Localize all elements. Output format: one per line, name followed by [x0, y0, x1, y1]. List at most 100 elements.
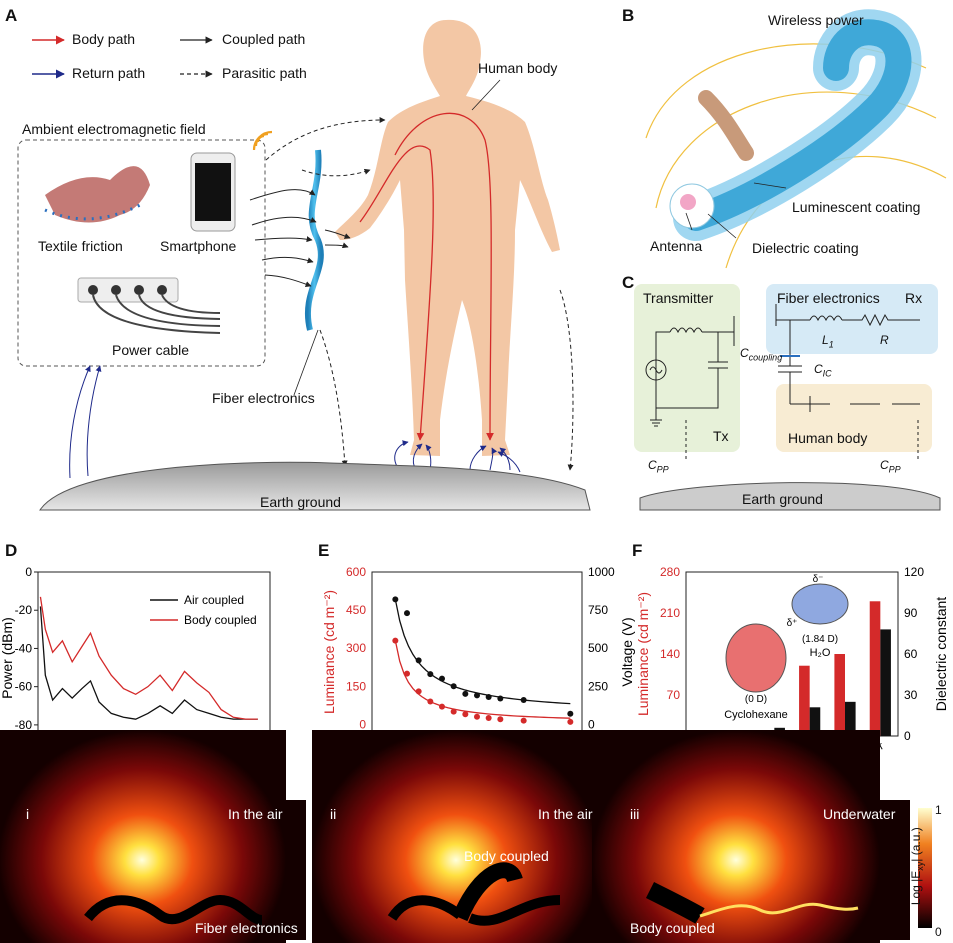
wireless-power-label: Wireless power: [768, 12, 864, 28]
smartphone-icon: [190, 152, 236, 232]
dielectric-coating-label: Dielectric coating: [752, 240, 859, 256]
chart-e-point: [474, 713, 480, 720]
chart-f-ytick-label: 280: [660, 565, 680, 579]
g-tile-2-num: ii: [330, 806, 337, 822]
fiber-electronics-shape: [305, 149, 324, 331]
chart-e-point: [474, 692, 480, 699]
g-tile-1-label: Fiber electronics: [195, 920, 298, 936]
chart-e-fit-line: [394, 640, 571, 719]
inductor-label: L1: [822, 333, 834, 350]
g-tile-2-title: In the air: [538, 806, 593, 822]
parasitic-cap-label-left: CPP: [648, 458, 669, 475]
chart-e-frame: [371, 571, 583, 733]
textile-friction-label: Textile friction: [38, 238, 123, 254]
chart-f-y2tick-label: 60: [904, 647, 918, 661]
g-colorbar: [918, 808, 932, 928]
chart-e-y2tick-label: 0: [588, 717, 595, 731]
chart-f-delta-plus: δ⁺: [787, 618, 798, 629]
chart-d-series-line: [39, 606, 258, 720]
g-tile-1: [0, 730, 306, 943]
chart-f-ytick-label: 210: [660, 606, 680, 620]
chart-f-h2o-label: H₂O: [810, 647, 831, 659]
chart-f-bar-luminance: [799, 665, 810, 736]
chart-e-ytick-label: 300: [346, 641, 366, 655]
chart-e-fit-line: [394, 599, 571, 705]
colorbar-max: 1: [935, 803, 942, 817]
chart-e-point: [415, 688, 422, 695]
chart-e-point: [404, 610, 410, 617]
g-tile-3: [592, 730, 910, 943]
panel-c-circuit: [634, 284, 941, 511]
chart-f-y2tick-label: 120: [904, 565, 924, 579]
chart-e-point: [427, 671, 434, 678]
chart-e-point: [462, 711, 469, 718]
legend-parasitic-label: Parasitic path: [222, 65, 307, 81]
chart-e-point: [439, 675, 445, 682]
chart-f-delta-minus: δ⁻: [813, 574, 824, 585]
chart-e-point: [567, 710, 574, 717]
chart-d-series-line: [39, 596, 258, 720]
chart-f-frame: [685, 571, 899, 737]
chart-f-ytick-label: 70: [667, 688, 681, 702]
g-tile-2: [312, 730, 610, 943]
g-tile-3-label: Body coupled: [630, 920, 715, 936]
chart-f-cyclo-label: Cyclohexane: [724, 709, 788, 721]
panel-letter-a: A: [5, 6, 18, 25]
g-tile-2-label: Body coupled: [464, 848, 549, 864]
coupled-arrows: [249, 189, 351, 287]
g-tile-3-title: Underwater: [823, 806, 896, 822]
chart-f-y2tick-label: 0: [904, 729, 911, 743]
chart-e-ylabel: Luminance (cd m⁻²): [321, 590, 337, 714]
chart-e-point: [520, 697, 527, 703]
chart-d-ylabel: Power (dBm): [0, 617, 15, 699]
rx-label: Rx: [905, 290, 923, 306]
chart-e-ytick-label: 0: [359, 717, 366, 731]
body-path-arrows: [359, 112, 494, 441]
chart-e-point: [415, 657, 422, 664]
chart-f-bar-luminance: [869, 601, 881, 736]
chart-f-cyclo-dipole: (0 D): [745, 694, 767, 705]
chart-e-y2tick-label: 500: [588, 641, 608, 655]
human-body-label: Human body: [478, 60, 558, 76]
panel-letter-e: E: [318, 541, 330, 560]
chart-f-bar-dielectric: [880, 629, 891, 736]
chart-e-point: [462, 690, 469, 697]
chart-e-y2label: Voltage (V): [619, 617, 635, 686]
chart-e-point: [520, 717, 527, 724]
ambient-field-label: Ambient electromagnetic field: [22, 121, 206, 137]
ambient-box: [17, 139, 266, 367]
colorbar-min: 0: [935, 925, 942, 939]
chart-f-h2o-molecule: [791, 583, 849, 625]
chart-d-ytick-label: -40: [15, 641, 33, 655]
earth-ground-label: Earth ground: [260, 494, 341, 510]
chart-d-ytick-label: -60: [15, 680, 33, 694]
chart-f-ytick-label: 140: [660, 647, 680, 661]
fiber-electronics-c-label: Fiber electronics: [777, 290, 880, 306]
panel-b-illustration: [645, 9, 947, 269]
g-tile-3-num: iii: [630, 806, 640, 822]
panel-a-illustration: [17, 19, 591, 511]
legend-return-label: Return path: [72, 65, 146, 81]
chart-e-point: [439, 703, 445, 710]
wireless-icon: [252, 130, 273, 151]
colorbar-label: Log |Exy| (a.u.): [908, 827, 926, 906]
panel-letter-c: C: [622, 273, 635, 292]
chart-e-point: [450, 708, 457, 715]
transmitter-label: Transmitter: [643, 290, 714, 306]
parasitic-cap-label-right: CPP: [880, 458, 901, 475]
g-tile-1-title: In the air: [228, 806, 283, 822]
chart-d-legend-label: Body coupled: [184, 613, 257, 627]
chart-f-bar-luminance: [834, 654, 845, 736]
legend-body-label: Body path: [72, 31, 136, 47]
chart-e-ytick-label: 600: [346, 565, 366, 579]
chart-e-y2tick-label: 750: [588, 603, 608, 617]
earth-ground-c-label: Earth ground: [742, 491, 823, 507]
chart-d-ytick-label: -20: [15, 603, 33, 617]
chart-e-point: [485, 715, 492, 722]
chart-e-point: [450, 683, 457, 690]
chart-f-ylabel: Luminance (cd m⁻²): [635, 592, 651, 716]
legend-coupled-label: Coupled path: [222, 31, 306, 47]
panel-letter-f: F: [632, 541, 643, 560]
chart-e-point: [497, 695, 504, 702]
tx-label: Tx: [713, 428, 729, 444]
